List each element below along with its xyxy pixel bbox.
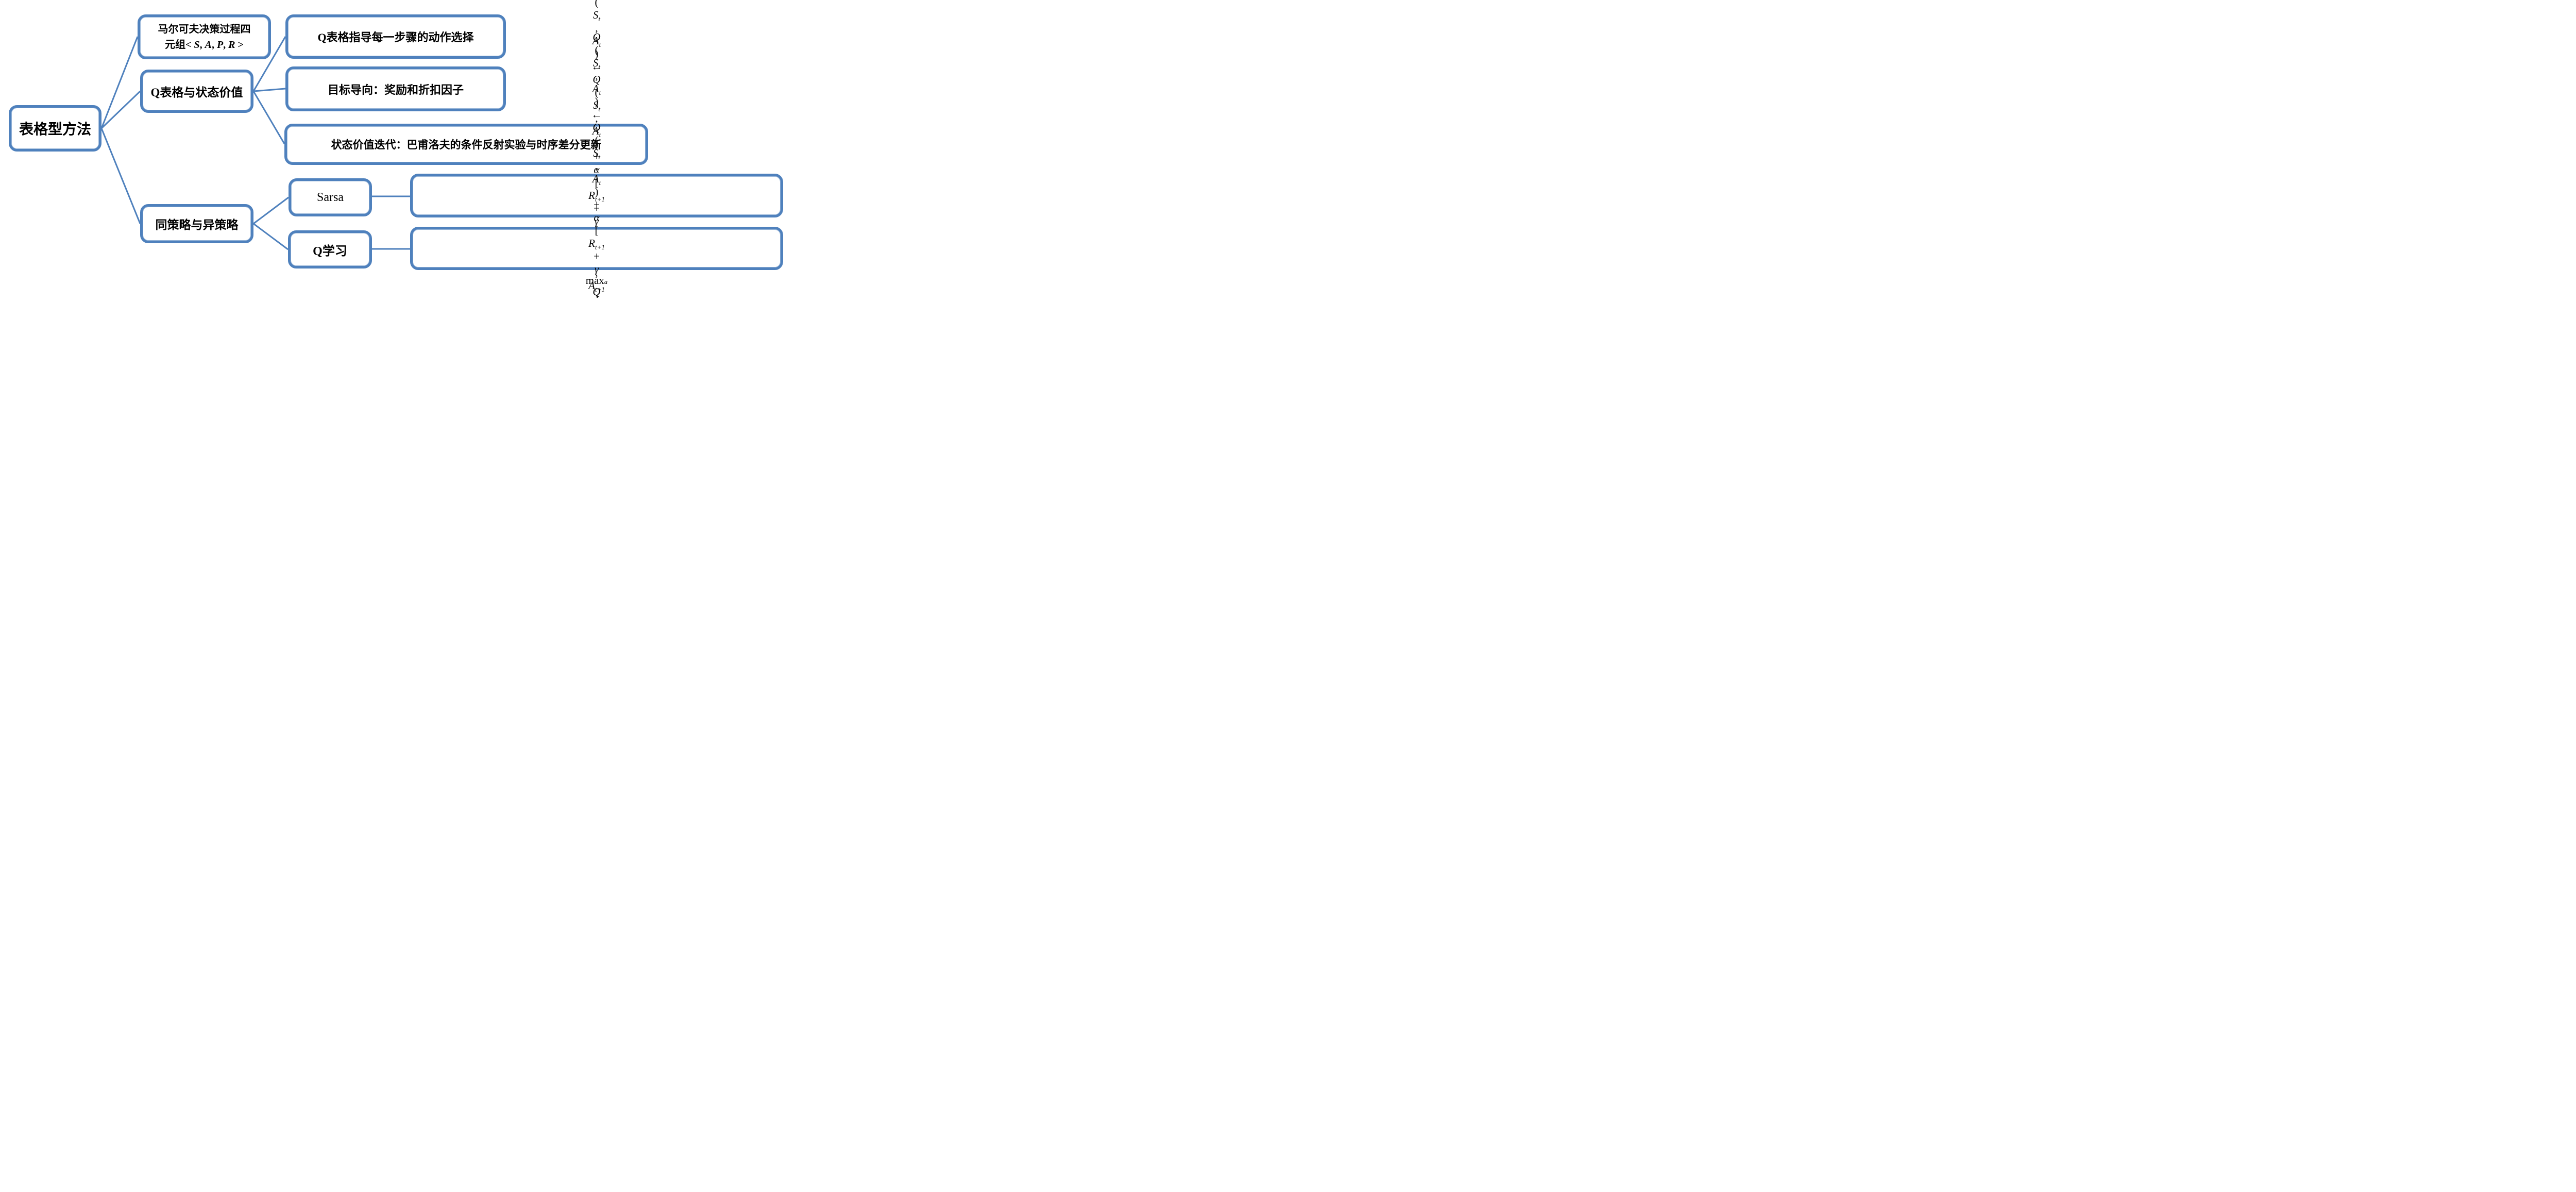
node-goal-oriented-reward-discount: 目标导向：奖励和折扣因子 (285, 66, 506, 111)
node-on-policy-off-policy: 同策略与异策略 (140, 204, 253, 243)
connector-line-qtable-iteration (252, 91, 285, 144)
connector-lines-layer (100, 36, 410, 250)
node-label: 目标导向：奖励和折扣因子 (327, 83, 464, 96)
node-q-table-guides-actions: Q表格指导每一步骤的动作选择 (285, 14, 506, 59)
node-label: Sarsa (317, 190, 344, 204)
node-mdp-four-tuple: 马尔可夫决策过程四 元组< S, A, P, R > (138, 14, 271, 59)
node-state-value-iteration: 状态价值迭代：巴甫洛夫的条件反射实验与时序差分更新 (284, 124, 648, 165)
connector-line-policy-qlearning (253, 223, 289, 250)
node-tabular-methods: 表格型方法 (9, 105, 101, 152)
node-q-learning: Q学习 (288, 230, 372, 268)
node-label: 表格型方法 (19, 122, 91, 138)
node-label: 状态价值迭代：巴甫洛夫的条件反射实验与时序差分更新 (331, 139, 602, 151)
node-label: 同策略与异策略 (155, 219, 239, 231)
node-label: Q表格指导每一步骤的动作选择 (317, 31, 474, 44)
connector-line-root-mdp (100, 36, 139, 129)
connector-line-qtable-guide (252, 36, 286, 92)
node-label: Q表格与状态价值 (150, 86, 243, 99)
node-q-table-state-value: Q表格与状态价值 (140, 70, 253, 113)
node-label: Q学习 (313, 244, 347, 258)
node-sarsa: Sarsa (289, 178, 372, 216)
connector-line-qtable-goal (253, 88, 286, 92)
node-q-learning-update-formula: Q(St, At) ← Q(St, At) + α[Rt+1 + γ maxa … (410, 31, 783, 298)
connector-line-root-qtable (100, 90, 141, 129)
connector-line-root-policy (100, 128, 141, 224)
node-label-line2: 元组< S, A, P, R > (165, 39, 244, 51)
mindmap-canvas: 表格型方法 马尔可夫决策过程四 元组< S, A, P, R > Q表格与状态价… (0, 0, 805, 298)
node-label-line1: 马尔可夫决策过程四 (158, 23, 251, 35)
connector-line-policy-sarsa (253, 196, 289, 225)
